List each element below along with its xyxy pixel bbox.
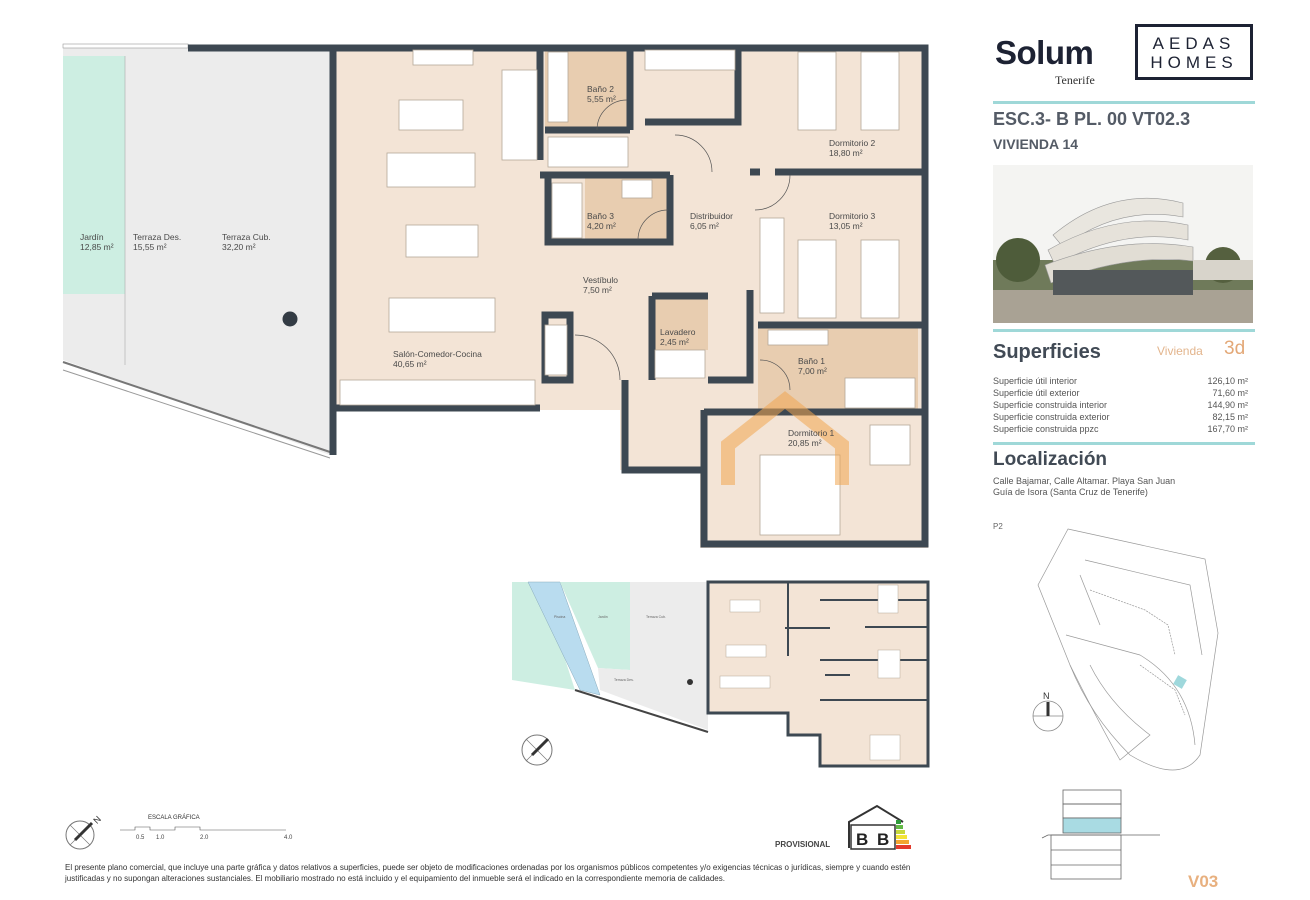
aedas-homes-logo: AEDAS HOMES: [1135, 24, 1253, 80]
localizacion-title: Localización: [993, 449, 1108, 470]
site-plan: P2 N: [993, 522, 1219, 880]
room-name: Dormitorio 2: [829, 138, 876, 148]
surface-row: Superficie útil interior 126,10 m²: [993, 375, 1248, 387]
surface-label: Superficie construida ppzc: [993, 424, 1099, 434]
superficies-title: Superficies: [993, 341, 1101, 363]
room-area: 12,85 m²: [80, 242, 114, 252]
building-render-image: [993, 165, 1253, 323]
scale-tick: 4.0: [284, 835, 293, 841]
surface-label: Superficie útil interior: [993, 376, 1078, 386]
column: [282, 311, 298, 327]
room-name: Baño 2: [587, 84, 614, 94]
unit-location-marker: [1173, 675, 1187, 689]
scale-tick: 0.5: [136, 835, 145, 841]
building-section-diagram: [1041, 789, 1160, 880]
address-line2: Guía de Isora (Santa Cruz de Tenerife): [993, 487, 1148, 497]
surface-table: Superficie útil interior 126,10 m² Superf…: [993, 375, 1248, 435]
room-name: Dormitorio 1: [788, 428, 835, 438]
room-area: 7,00 m²: [798, 366, 827, 376]
walls: [188, 44, 929, 548]
room-name: Baño 3: [587, 211, 614, 221]
north-compass-icon: N: [1032, 691, 1064, 732]
room-name: Baño 1: [798, 356, 825, 366]
room-area: 13,05 m²: [829, 221, 863, 231]
main-floor-plan: Jardín 12,85 m² Terraza Des. 15,55 m² Te…: [62, 43, 930, 850]
mini-floor-plan: Piscina Jardín Terraza Cub. Terraza Des.: [512, 580, 930, 768]
room-area: 40,65 m²: [393, 359, 427, 369]
energy-provisional-label: PROVISIONAL: [775, 840, 830, 849]
room-name: Terraza Des.: [133, 232, 181, 242]
scale-bar: [120, 826, 286, 831]
energy-rating: B: [856, 830, 868, 849]
scale-tick: 1.0: [156, 835, 165, 841]
room-name: Vestíbulo: [583, 275, 618, 285]
unit-code: ESC.3- B PL. 00 VT02.3: [993, 109, 1191, 129]
room-area: 32,20 m²: [222, 242, 256, 252]
unit-type-value: 3d: [1224, 338, 1246, 359]
room-name: Lavadero: [660, 327, 696, 337]
terrace-area: [63, 45, 330, 455]
address-line1: Calle Bajamar, Calle Altamar. Playa San …: [993, 476, 1176, 486]
mini-room-label: Terraza Des.: [614, 678, 634, 682]
address: Calle Bajamar, Calle Altamar. Playa San …: [993, 476, 1175, 498]
room-area: 6,05 m²: [690, 221, 719, 231]
surface-value: 144,90 m²: [1207, 400, 1248, 410]
garden-area: [63, 56, 125, 294]
scale-title: ESCALA GRÁFICA: [148, 814, 200, 821]
room-area: 7,50 m²: [583, 285, 612, 295]
solum-logo: Solum: [995, 34, 1094, 71]
surface-row: Superficie construida ppzc 167,70 m²: [993, 423, 1248, 435]
divider: [993, 101, 1255, 104]
mini-room-label: Terraza Cub.: [646, 615, 666, 619]
aedas-logo-line1: AEDAS: [1152, 34, 1236, 53]
site-plan-label: P2: [993, 522, 1003, 531]
room-name: Dormitorio 3: [829, 211, 876, 221]
aedas-logo-line2: HOMES: [1150, 53, 1238, 72]
mini-room-label: Piscina: [554, 615, 565, 619]
surface-row: Superficie útil exterior 71,60 m²: [993, 387, 1248, 399]
north-label: N: [1043, 691, 1050, 701]
energy-rating: B: [877, 830, 889, 849]
compass-icon: [521, 734, 553, 766]
surface-label: Superficie construida interior: [993, 400, 1108, 410]
energy-rating-badge: B B: [848, 804, 911, 850]
surface-row: Superficie construida exterior 82,15 m²: [993, 411, 1248, 423]
room-area: 5,55 m²: [587, 94, 616, 104]
room-name: Distribuidor: [690, 211, 733, 221]
surface-label: Superficie útil exterior: [993, 388, 1080, 398]
room-name: Jardín: [80, 232, 104, 242]
room-name: Salón-Comedor-Cocina: [393, 349, 482, 359]
north-label: N: [91, 814, 103, 826]
room-area: 4,20 m²: [587, 221, 616, 231]
solum-logo-subtitle: Tenerife: [1055, 73, 1095, 87]
room-area: 15,55 m²: [133, 242, 167, 252]
surface-value: 167,70 m²: [1207, 424, 1248, 434]
room-area: 2,45 m²: [660, 337, 689, 347]
surface-row: Superficie construida interior 144,90 m²: [993, 399, 1248, 411]
scale-tick: 2.0: [200, 835, 209, 841]
legal-disclaimer: El presente plano comercial, que incluye…: [65, 863, 911, 883]
room-name: Terraza Cub.: [222, 232, 271, 242]
furniture: [339, 49, 916, 536]
surface-value: 82,15 m²: [1212, 412, 1248, 422]
surface-value: 71,60 m²: [1212, 388, 1248, 398]
divider: [993, 442, 1255, 445]
watermark-logo: [721, 391, 849, 485]
mini-room-label: Jardín: [598, 615, 608, 619]
surface-label: Superficie construida exterior: [993, 412, 1110, 422]
room-area: 18,80 m²: [829, 148, 863, 158]
sheet-number: V03: [1188, 872, 1219, 891]
divider: [993, 329, 1255, 332]
unit-name: VIVIENDA 14: [993, 136, 1079, 152]
room-area: 20,85 m²: [788, 438, 822, 448]
surface-value: 126,10 m²: [1207, 376, 1248, 386]
north-compass-icon: N: [65, 814, 103, 850]
unit-type-label: Vivienda: [1157, 344, 1203, 358]
